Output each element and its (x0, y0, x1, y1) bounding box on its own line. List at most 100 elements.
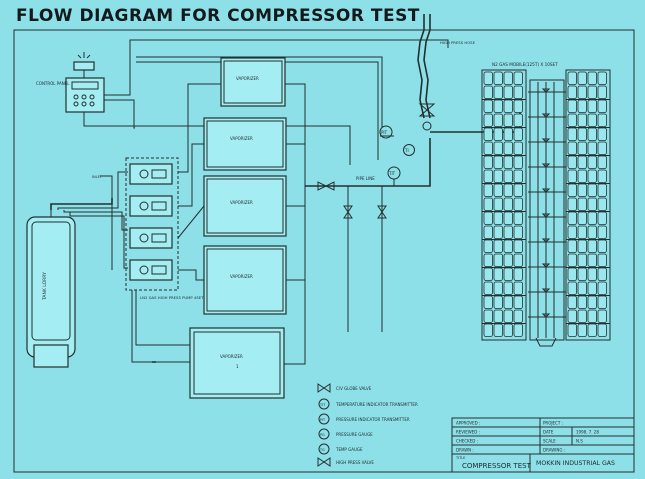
gas-cylinder (567, 225, 577, 239)
gas-cylinder (577, 71, 587, 85)
svg-text:1: 1 (236, 364, 239, 369)
gas-cylinder (567, 239, 577, 253)
gas-cylinder (503, 85, 513, 99)
gas-cylinder (483, 113, 493, 127)
gas-cylinder (597, 99, 607, 113)
legend-pg: PG PRESSURE GAUGE (318, 428, 373, 440)
tank-line-c (69, 212, 128, 269)
svg-text:COMPRESSOR TEST: COMPRESSOR TEST (462, 462, 532, 470)
gas-cylinder (597, 71, 607, 85)
gas-cylinder (493, 239, 503, 253)
signal-line-top (104, 39, 449, 96)
bank-valve (541, 88, 551, 93)
gas-cylinder (513, 225, 523, 239)
gas-cylinder (587, 197, 597, 211)
gas-cylinder (577, 99, 587, 113)
svg-text:PIT: PIT (381, 130, 388, 135)
gas-cylinder (503, 211, 513, 225)
gas-cylinder (577, 281, 587, 295)
gas-cylinder (483, 281, 493, 295)
legend-globe-valve: C/V GLOBE VALVE (317, 383, 372, 393)
gas-cylinder (503, 267, 513, 281)
gas-cylinder (567, 127, 577, 141)
gas-cylinder (483, 225, 493, 239)
gas-cylinder (597, 281, 607, 295)
svg-text:PRESSURE INDICATOR TRANSMITTER: PRESSURE INDICATOR TRANSMITTER (336, 417, 410, 422)
svg-text:DATE: DATE (543, 430, 554, 435)
pump-inlet-label: INLET (92, 175, 103, 179)
gas-cylinder (503, 127, 513, 141)
gas-cylinder (493, 295, 503, 309)
gas-cylinder (493, 309, 503, 323)
gas-cylinder (567, 281, 577, 295)
gas-cylinder (493, 141, 503, 155)
gas-cylinder (513, 113, 523, 127)
gas-cylinder (503, 253, 513, 267)
svg-text:TEMPERATURE INDICATOR TRANSMIT: TEMPERATURE INDICATOR TRANSMITTER (335, 402, 418, 407)
gas-cylinder (503, 155, 513, 169)
gas-cylinder (513, 309, 523, 323)
svg-text:TIT: TIT (388, 171, 396, 176)
gas-cylinder (597, 309, 607, 323)
gas-cylinder (513, 183, 523, 197)
globe-valve-main (317, 181, 335, 191)
svg-text:DRAWN :: DRAWN : (456, 448, 474, 453)
gas-cylinder (483, 267, 493, 281)
gas-cylinder (567, 169, 577, 183)
pipe-pump-vap5 (131, 290, 190, 363)
gas-cylinder (597, 197, 607, 211)
vaporizer-5: VAPORIZER 1 (189, 327, 285, 399)
pump-4 (129, 259, 173, 281)
gas-cylinder (483, 169, 493, 183)
pipe-line-label: PIPE LINE (356, 176, 375, 181)
svg-text:PROJECT :: PROJECT : (543, 421, 563, 426)
gas-bank-label: N2 GAS MOBILE(125T) X 10SET (492, 62, 558, 67)
vaporizer-2: VAPORIZER (203, 117, 287, 171)
gas-cylinder (513, 99, 523, 113)
svg-text:PIT: PIT (320, 418, 326, 422)
svg-text:TI: TI (404, 148, 409, 153)
svg-text:TG: TG (319, 448, 325, 452)
gas-cylinder (513, 127, 523, 141)
gas-cylinder (577, 267, 587, 281)
gas-cylinder (493, 211, 503, 225)
gas-cylinder (597, 155, 607, 169)
pump-1 (129, 163, 173, 185)
svg-text:1998. 7. 28: 1998. 7. 28 (576, 430, 599, 435)
gas-cylinder (587, 281, 597, 295)
signal-line-2 (104, 99, 135, 129)
gas-cylinder (493, 183, 503, 197)
svg-text:VAPORIZER: VAPORIZER (230, 136, 253, 141)
gas-cylinder (587, 309, 597, 323)
gas-cylinder (513, 295, 523, 309)
gas-cylinder (483, 253, 493, 267)
svg-text:PG: PG (320, 433, 325, 437)
gas-cylinder (577, 155, 587, 169)
gas-cylinder (567, 99, 577, 113)
vaporizer-outlet-header (284, 83, 306, 365)
gas-cylinder (597, 141, 607, 155)
gas-cylinder (513, 85, 523, 99)
legend-high-press-valve: HIGH PRESS VALVE (317, 457, 374, 467)
gas-cylinder (597, 267, 607, 281)
gas-cylinder (587, 253, 597, 267)
gas-cylinder (503, 183, 513, 197)
gas-cylinder (503, 309, 513, 323)
gas-cylinder (577, 253, 587, 267)
gas-cylinder (587, 169, 597, 183)
pump-3 (129, 227, 173, 249)
svg-text:HIGH PRESS HOSE: HIGH PRESS HOSE (440, 40, 476, 45)
gas-cylinder (587, 155, 597, 169)
svg-text:C/V GLOBE VALVE: C/V GLOBE VALVE (336, 386, 372, 391)
gas-cylinder (483, 127, 493, 141)
svg-text:VAPORIZER: VAPORIZER (220, 354, 243, 359)
svg-text:VAPORIZER: VAPORIZER (230, 200, 253, 205)
gas-cylinder (483, 309, 493, 323)
gas-cylinder (577, 85, 587, 99)
svg-text:TEMP GAUGE: TEMP GAUGE (335, 447, 363, 452)
tank-lorry: TANK LORRY (26, 208, 76, 368)
gas-cylinder (567, 253, 577, 267)
gas-cylinder (493, 71, 503, 85)
pipe-pump-vap1 (178, 83, 221, 173)
